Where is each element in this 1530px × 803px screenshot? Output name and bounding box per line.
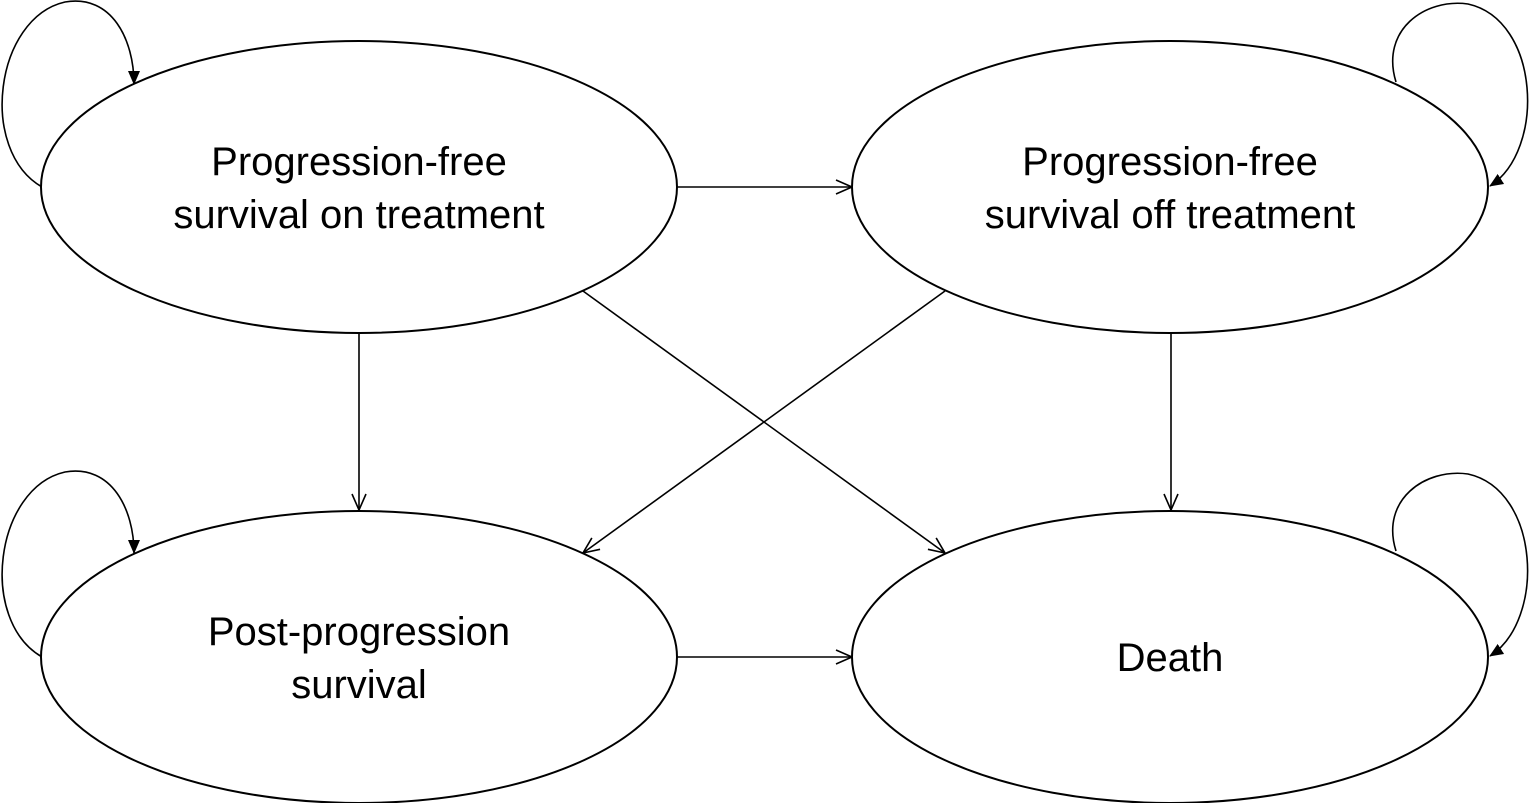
state-ellipse <box>851 510 1489 803</box>
state-label-line-1: Post-progression <box>208 610 510 654</box>
state-pfs-on-treatment: Progression-free survival on treatment <box>40 40 678 334</box>
state-label: Death <box>1117 636 1224 680</box>
loop-arrow-pps <box>1 470 140 658</box>
transitions <box>1 0 1529 665</box>
state-label-line-2: survival off treatment <box>985 193 1356 237</box>
state-label-line-2: survival on treatment <box>173 193 544 237</box>
state-pfs-off-treatment: Progression-free survival off treatment <box>851 40 1489 334</box>
loop-arrow-death <box>1391 472 1529 657</box>
state-label-line-1: Progression-free <box>1022 140 1318 184</box>
state-label-line-1: Progression-free <box>211 140 507 184</box>
loop-arrow-pfs-off <box>1391 2 1529 187</box>
arrow-pfs-off-to-pps <box>581 290 946 555</box>
state-post-progression-survival: Post-progression survival <box>40 510 678 803</box>
loop-arrow-pfs-on <box>1 0 140 188</box>
state-ellipse <box>40 40 678 334</box>
state-label-line-2: survival <box>291 663 427 707</box>
state-death: Death <box>851 510 1489 803</box>
state-ellipse <box>851 40 1489 334</box>
state-ellipse <box>40 510 678 803</box>
